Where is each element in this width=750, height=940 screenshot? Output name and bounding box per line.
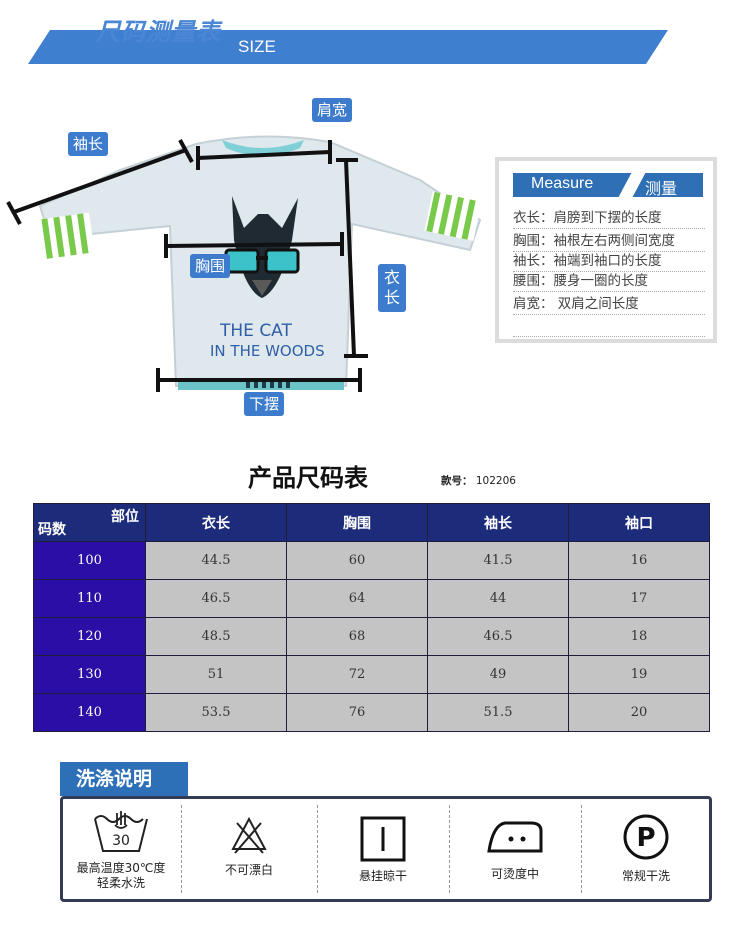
measure-row-chest: 胸围：袖根左右两侧间宽度 (513, 232, 705, 252)
table-row: 140 53.5 76 51.5 20 (33, 693, 710, 732)
measure-title-en: Measure (531, 175, 594, 192)
value-cell: 41.5 (427, 541, 569, 580)
measure-panel: Measure 测量 衣长：肩膀到下摆的长度 胸围：袖根左右两侧间宽度 袖长：袖… (495, 157, 717, 343)
value-cell: 44.5 (145, 541, 287, 580)
table-title: 产品尺码表 (248, 464, 368, 492)
value-cell: 17 (568, 579, 710, 618)
value-cell: 51 (145, 655, 287, 694)
size-table: 部位 码数 衣长 胸围 袖长 袖口 100 44.5 60 41.5 16 11… (33, 503, 710, 732)
handwash-30-icon: 30 (94, 811, 148, 852)
no-bleach-icon (231, 816, 267, 854)
wash-temp-text: 30 (112, 833, 130, 849)
table-header-row: 部位 码数 衣长 胸围 袖长 袖口 (33, 503, 710, 542)
wash-instructions-box: 30 最高温度30℃度 轻柔水洗 不可漂白 悬挂晾干 可烫度中 (60, 796, 712, 902)
value-cell: 72 (286, 655, 428, 694)
wash-item-line-dry: 悬挂晾干 (319, 805, 447, 895)
corner-label-part: 部位 (111, 509, 139, 525)
wash-item-handwash: 30 最高温度30℃度 轻柔水洗 (63, 805, 179, 895)
wash-item-label: 轻柔水洗 (96, 876, 145, 890)
callout-shoulder: 肩宽 (312, 98, 353, 122)
size-cell: 130 (33, 655, 146, 694)
value-cell: 46.5 (427, 617, 569, 656)
shirt-print-line1: THE CAT (219, 321, 292, 341)
wash-item-label: 最高温度30℃度 (76, 861, 166, 875)
table-row: 120 48.5 68 46.5 18 (33, 617, 710, 656)
wash-divider (317, 805, 318, 893)
measure-divider (617, 171, 647, 199)
header-banner-bar (28, 30, 668, 64)
value-cell: 49 (427, 655, 569, 694)
shirt-illustration: THE CAT IN THE WOODS (6, 135, 482, 392)
column-header-cuff: 袖口 (568, 503, 710, 542)
wash-item-iron-medium: 可烫度中 (451, 805, 579, 895)
wash-item-no-bleach: 不可漂白 (183, 805, 315, 895)
callout-hem: 下摆 (244, 392, 285, 416)
shirt-print-line2: IN THE WOODS (210, 342, 325, 360)
table-row: 110 46.5 64 44 17 (33, 579, 710, 618)
value-cell: 19 (568, 655, 710, 694)
value-cell: 46.5 (145, 579, 287, 618)
iron-medium-icon (487, 821, 543, 853)
value-cell: 16 (568, 541, 710, 580)
shirt-measure-diagram: THE CAT IN THE WOODS 袖长 肩宽 胸围 衣 长 下摆 (0, 90, 500, 430)
value-cell: 64 (286, 579, 428, 618)
style-number-value: 102206 (475, 475, 516, 487)
size-cell: 100 (33, 541, 146, 580)
value-cell: 48.5 (145, 617, 287, 656)
column-header-chest: 胸围 (286, 503, 428, 542)
callout-chest: 胸围 (190, 254, 231, 278)
dry-clean-letter: P (636, 823, 655, 853)
measure-row-sleeve: 袖长：袖端到袖口的长度 (513, 252, 705, 272)
wash-divider (449, 805, 450, 893)
corner-diagonal (34, 504, 145, 541)
table-row: 130 51 72 49 19 (33, 655, 710, 694)
wash-divider (181, 805, 182, 893)
wash-item-label: 不可漂白 (224, 863, 273, 877)
corner-label-size: 码数 (38, 522, 66, 538)
value-cell: 76 (286, 693, 428, 732)
table-row: 100 44.5 60 41.5 16 (33, 541, 710, 580)
measure-row-waist: 腰围：腰身一圈的长度 (513, 272, 705, 292)
wash-item-label: 常规干洗 (621, 869, 670, 883)
style-number-label: 款号： (441, 475, 473, 487)
callout-length: 衣 长 (378, 264, 406, 312)
right-sleeve-stripes (424, 191, 482, 241)
size-cell: 120 (33, 617, 146, 656)
banner-title: 尺码测量表 (96, 18, 221, 46)
measure-row-shoulder: 肩宽： 双肩之间长度 (513, 295, 705, 315)
dry-clean-icon: P (623, 814, 669, 860)
measure-title-zh: 测量 (645, 179, 678, 198)
callout-sleeve: 袖长 (68, 132, 109, 156)
callout-length-char2: 长 (383, 288, 400, 307)
wash-item-label: 可烫度中 (490, 867, 539, 881)
size-cell: 110 (33, 579, 146, 618)
measure-row-length: 衣长：肩膀到下摆的长度 (513, 209, 705, 229)
wash-divider (581, 805, 582, 893)
value-cell: 20 (568, 693, 710, 732)
value-cell: 18 (568, 617, 710, 656)
value-cell: 44 (427, 579, 569, 618)
wash-item-label: 悬挂晾干 (358, 869, 407, 883)
line-dry-icon (360, 816, 406, 862)
value-cell: 60 (286, 541, 428, 580)
value-cell: 68 (286, 617, 428, 656)
callout-length-char1: 衣 (383, 268, 400, 287)
wash-item-dry-clean: P 常规干洗 (583, 805, 709, 895)
column-header-sleeve: 袖长 (427, 503, 569, 542)
wash-section-title: 洗涤说明 (60, 762, 188, 796)
column-header-length: 衣长 (145, 503, 287, 542)
left-sleeve-stripes (39, 212, 95, 260)
measure-header: Measure 测量 (513, 171, 703, 199)
measure-row-blank (513, 317, 705, 337)
style-number: 款号： 102206 (441, 473, 516, 488)
value-cell: 51.5 (427, 693, 569, 732)
value-cell: 53.5 (145, 693, 287, 732)
size-cell: 140 (33, 693, 146, 732)
cat-graphic (224, 196, 300, 298)
banner-subtitle: SIZE (238, 37, 276, 56)
table-corner-cell: 部位 码数 (33, 503, 146, 542)
